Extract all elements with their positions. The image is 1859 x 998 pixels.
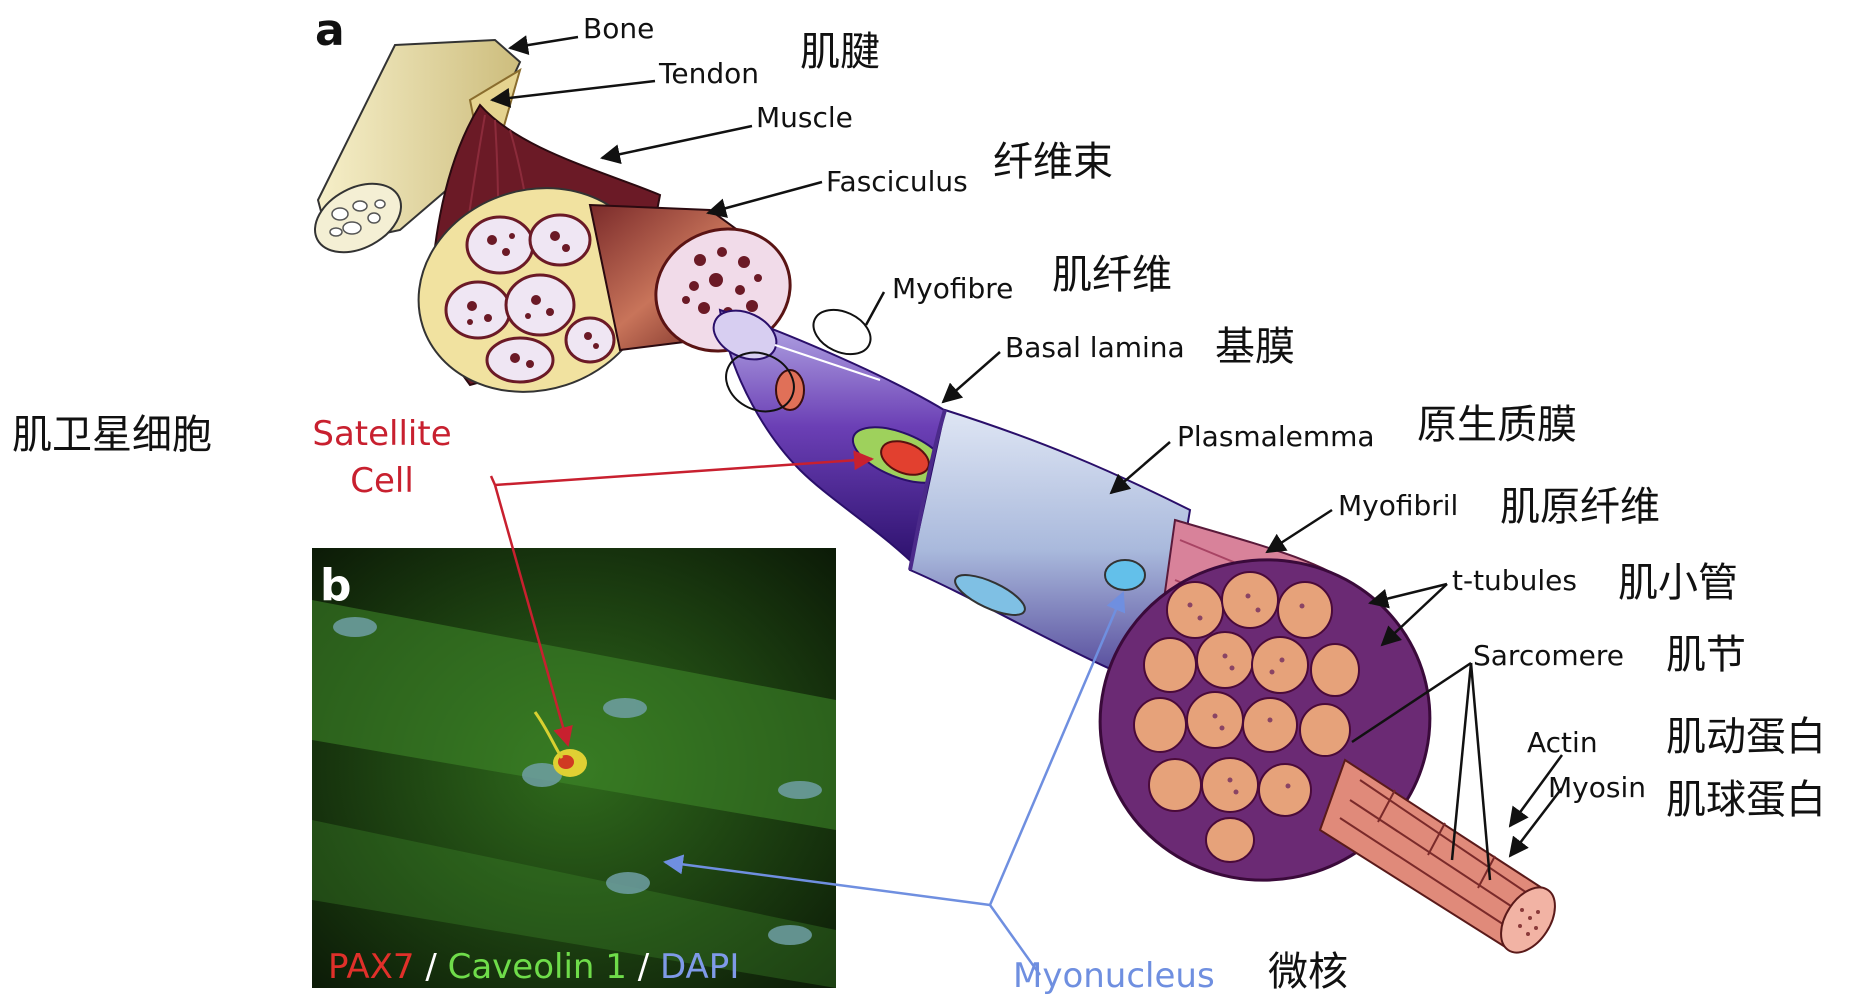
label-zh-myofibre: 肌纤维 — [1052, 252, 1172, 298]
panel-b-label: b — [320, 560, 352, 611]
label-myosin: Myosin — [1548, 771, 1646, 804]
panel-a-label: a — [315, 5, 345, 56]
stain-legend: PAX7 / Caveolin 1 / DAPI — [328, 947, 739, 987]
label-zh-myonucleus: 微核 — [1268, 949, 1348, 994]
label-bone: Bone — [583, 12, 654, 45]
label-sarcomere: Sarcomere — [1473, 639, 1624, 672]
label-zh-myofibril: 肌原纤维 — [1500, 484, 1660, 530]
label-myonucleus: Myonucleus — [1013, 956, 1215, 994]
label-zh-basal-lamina: 基膜 — [1215, 324, 1295, 370]
legend-separator-1: / — [415, 947, 448, 987]
label-zh-satellite-cell: 肌卫星细胞 — [12, 412, 212, 458]
label-satellite-line2: Cell — [350, 461, 414, 501]
label-myofibre: Myofibre — [892, 272, 1013, 305]
label-zh-tendon: 肌腱 — [800, 29, 880, 75]
label-myofibril: Myofibril — [1338, 489, 1458, 522]
legend-separator-2: / — [627, 947, 660, 987]
legend-dapi: DAPI — [660, 947, 739, 987]
label-satellite-line1: Satellite — [312, 414, 451, 454]
micrograph-panel — [312, 548, 836, 988]
label-fasciculus: Fasciculus — [826, 165, 968, 198]
label-t-tubules: t-tubules — [1452, 564, 1577, 597]
label-zh-plasmalemma: 原生质膜 — [1417, 402, 1577, 448]
legend-caveolin: Caveolin 1 — [448, 947, 627, 987]
sarcomere-illustration — [1320, 760, 1566, 962]
label-zh-actin: 肌动蛋白 — [1666, 714, 1826, 760]
label-tendon: Tendon — [658, 57, 759, 90]
label-actin: Actin — [1527, 726, 1598, 759]
label-zh-fasciculus: 纤维束 — [993, 139, 1113, 185]
label-zh-myosin: 肌球蛋白 — [1666, 777, 1826, 823]
label-basal-lamina: Basal lamina — [1005, 331, 1185, 364]
label-zh-t-tubules: 肌小管 — [1618, 560, 1738, 606]
label-plasmalemma: Plasmalemma — [1177, 420, 1375, 453]
label-muscle: Muscle — [756, 101, 853, 134]
label-zh-sarcomere: 肌节 — [1666, 632, 1746, 678]
legend-pax7: PAX7 — [328, 947, 415, 987]
